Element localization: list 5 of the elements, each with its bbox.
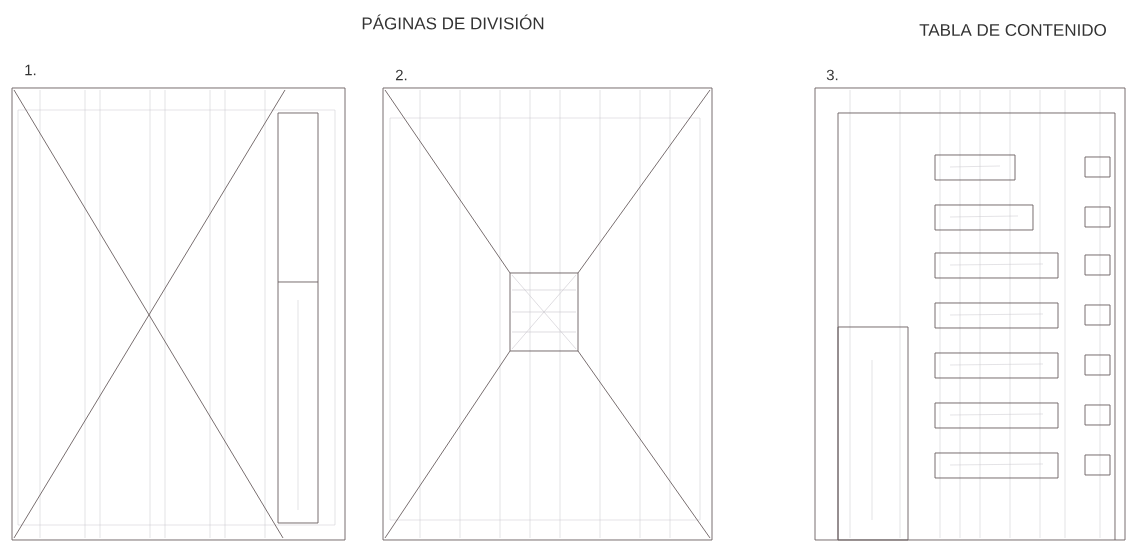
section-heading: TABLA DE CONTENIDO: [919, 24, 1106, 36]
page-number: 1.: [25, 64, 36, 76]
page-number: 3.: [826, 69, 838, 81]
section-heading: PÁGINAS DE DIVISIÓN: [362, 14, 544, 30]
page-number: 2.: [395, 69, 407, 81]
